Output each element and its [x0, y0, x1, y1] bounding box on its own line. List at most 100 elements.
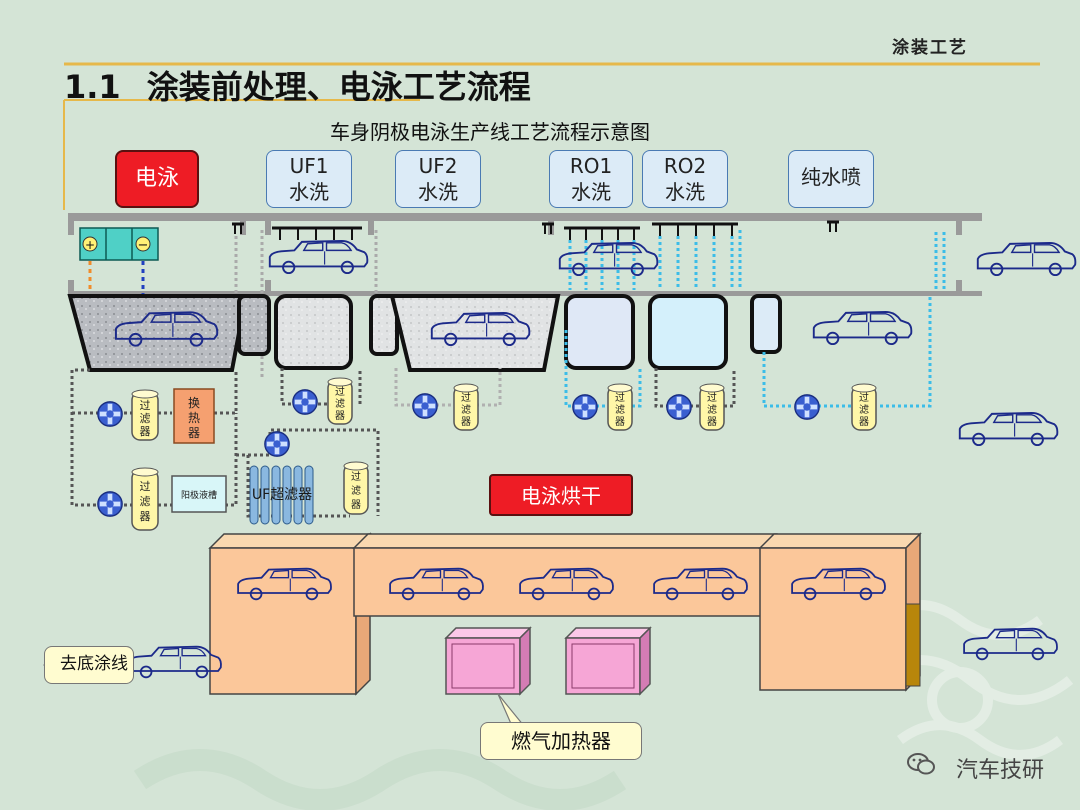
filter-label: 过	[859, 391, 869, 404]
pump-icon	[795, 395, 819, 419]
tank-uf1	[274, 294, 353, 370]
conveyor-rail	[68, 213, 982, 296]
filter-label: 滤	[859, 403, 869, 416]
anolyte-tank: 阳极液槽	[171, 475, 227, 513]
gas-heater-1	[444, 626, 532, 696]
diagram-subtitle: 车身阴极电泳生产线工艺流程示意图	[330, 120, 650, 144]
gas-heater-callout: 燃气加热器	[480, 722, 642, 760]
filter-uf1: 过 滤 器	[327, 377, 353, 425]
to-primer-callout: 去底涂线	[44, 646, 134, 684]
filter-label: 滤	[707, 403, 717, 416]
stage-ro1-line1: RO1	[569, 154, 613, 178]
filter-label: 滤	[351, 484, 361, 497]
pump-icon	[573, 395, 597, 419]
spray-header-ro2	[652, 222, 738, 236]
oven-label: 电泳烘干	[489, 474, 633, 516]
car-body-icon	[127, 645, 222, 679]
filter-label: 器	[859, 416, 869, 428]
uf-ultrafilter: UF超滤器	[249, 465, 314, 525]
heat-exchanger-label: 器	[188, 426, 200, 440]
tank-uf2	[389, 294, 561, 372]
filter-uf-unit: 过 滤 器	[343, 461, 369, 515]
filter-label: 滤	[335, 397, 345, 410]
section-tag: 涂装工艺	[892, 38, 968, 58]
anolyte-tank-label: 阳极液槽	[181, 489, 217, 501]
stage-ro1-line2: 水洗	[571, 180, 611, 204]
pump-icon	[667, 395, 691, 419]
filter-ed-1: 过 滤 器	[131, 389, 159, 441]
stage-label-uf1: UF1 水洗	[266, 150, 352, 208]
ro-drop-lines	[568, 230, 946, 290]
minus-terminal-icon	[135, 236, 151, 252]
filter-label: 滤	[140, 412, 151, 425]
filter-label: 器	[615, 416, 625, 428]
stage-label-ro2: RO2 水洗	[642, 150, 728, 208]
filter-label: 器	[140, 510, 151, 523]
filter-label: 器	[335, 410, 345, 422]
plus-sign: +	[85, 238, 95, 252]
plus-terminal-icon	[82, 236, 98, 252]
minus-sign: −	[138, 238, 149, 253]
filter-label: 滤	[140, 495, 151, 508]
tank-ro2	[648, 294, 728, 370]
heat-exchanger-label: 换	[188, 396, 200, 410]
heat-exchanger-label: 热	[188, 411, 200, 425]
nozzle-icon	[826, 220, 840, 234]
filter-label: 过	[335, 385, 345, 398]
filter-label: 滤	[615, 403, 625, 416]
gas-heater-2	[564, 626, 652, 696]
drying-oven	[208, 532, 922, 696]
filter-pure-water: 过 滤 器	[851, 383, 877, 431]
pump-icon	[98, 492, 122, 516]
car-body-icon	[558, 241, 659, 277]
tank-electrocoat	[67, 294, 249, 372]
stage-uf1-line2: 水洗	[289, 180, 329, 204]
pump-icon	[98, 402, 122, 426]
pump-icon	[293, 390, 317, 414]
car-body-icon	[268, 239, 369, 275]
car-body-icon	[958, 411, 1059, 447]
filter-ed-2: 过 滤 器	[131, 467, 159, 531]
filter-ro2: 过 滤 器	[699, 383, 725, 431]
electrode-block: + −	[79, 227, 159, 318]
title-text: 涂装前处理、电泳工艺流程	[146, 68, 531, 106]
stage-label-ed: 电泳	[115, 150, 199, 208]
filter-label: 器	[707, 416, 717, 428]
filter-label: 器	[461, 416, 471, 428]
circulation-piping	[70, 368, 380, 518]
watermark-text: 汽车技研	[955, 758, 1044, 783]
uf-unit-label: UF超滤器	[252, 487, 312, 503]
pump-icon	[265, 432, 289, 456]
uf2-piping	[394, 368, 502, 407]
stage-uf2-line2: 水洗	[418, 180, 458, 204]
car-body-icon	[976, 241, 1077, 277]
stage-ro2-line1: RO2	[663, 154, 707, 178]
tank-ro1	[564, 294, 635, 370]
car-body-icon	[812, 310, 913, 346]
spray-header-uf1	[272, 226, 362, 240]
stage-ro2-line2: 水洗	[665, 180, 705, 204]
filter-label: 过	[615, 391, 625, 404]
tank-pure-water	[750, 294, 782, 354]
filter-label: 滤	[461, 403, 471, 416]
wechat-icon	[906, 751, 936, 783]
stage-label-uf2: UF2 水洗	[395, 150, 481, 208]
stage-uf1-line1: UF1	[289, 154, 329, 178]
filter-uf2: 过 滤 器	[453, 383, 479, 431]
filter-label: 过	[461, 391, 471, 404]
pump-icon	[413, 394, 437, 418]
spray-header-ro1	[564, 226, 640, 240]
filter-label: 器	[140, 425, 151, 438]
stage-label-pure-water: 纯水喷	[788, 150, 874, 208]
filter-label: 器	[351, 499, 361, 511]
tank-ed-overflow	[237, 294, 271, 356]
filter-label: 过	[140, 399, 151, 412]
heat-exchanger: 换 热 器	[173, 388, 215, 444]
filter-ro1: 过 滤 器	[607, 383, 633, 431]
filter-label: 过	[140, 480, 151, 493]
filter-label: 过	[707, 391, 717, 404]
ro-piping	[564, 296, 932, 408]
